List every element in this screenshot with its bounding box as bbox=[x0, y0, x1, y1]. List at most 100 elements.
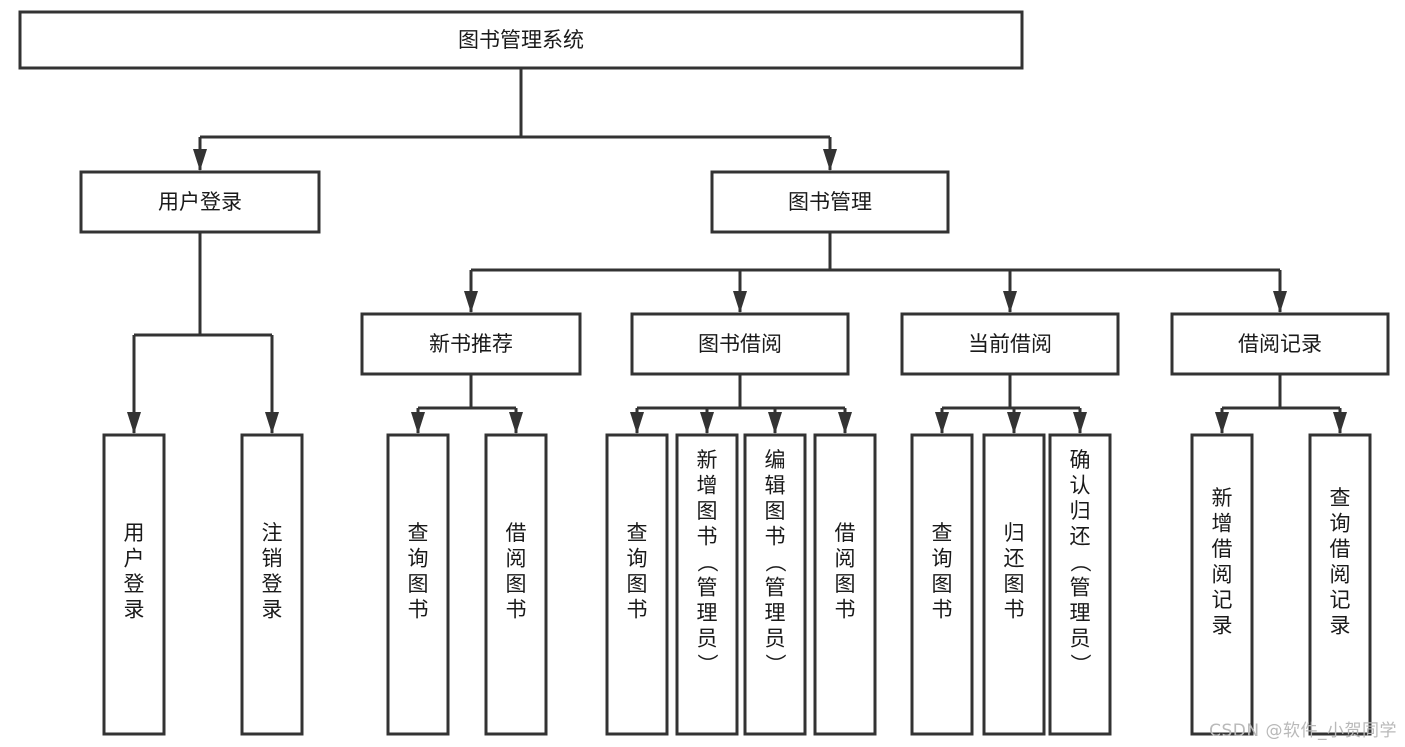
node-label-char: 查 bbox=[627, 521, 648, 545]
node-label-char: 阅 bbox=[1330, 563, 1351, 587]
node-label-char: 增 bbox=[1212, 512, 1233, 536]
node-label-new-book-rec: 新书推荐 bbox=[429, 332, 513, 356]
node-box-leaf-query-book-rec[interactable] bbox=[386, 433, 450, 736]
node-label-char: 书 bbox=[835, 598, 856, 622]
node-label-char: 管 bbox=[1070, 576, 1091, 600]
node-box-leaf-query-book-current[interactable] bbox=[910, 433, 974, 736]
arrow-head bbox=[630, 412, 644, 434]
arrow-head bbox=[768, 412, 782, 434]
arrow-head bbox=[838, 412, 852, 434]
node-label-char: 管 bbox=[765, 576, 786, 600]
arrow-head bbox=[411, 412, 425, 434]
node-label-char: 理 bbox=[1070, 601, 1091, 625]
node-label-char: 图 bbox=[697, 499, 718, 523]
node-label-char: 书 bbox=[627, 598, 648, 622]
connector-layer bbox=[127, 68, 1347, 434]
node-box-book-borrow[interactable] bbox=[630, 312, 850, 376]
node-label-char: 归 bbox=[1070, 499, 1091, 523]
node-label-char: 户 bbox=[124, 547, 145, 571]
node-label-char: 图 bbox=[765, 499, 786, 523]
node-label-char: 编 bbox=[765, 448, 786, 472]
node-root[interactable]: 图书管理系统 bbox=[18, 10, 1024, 70]
node-label-char: 书 bbox=[1004, 598, 1025, 622]
arrow-head bbox=[1003, 291, 1017, 313]
node-label-char: 增 bbox=[697, 474, 718, 498]
arrow-head bbox=[193, 149, 207, 171]
csdn-watermark: CSDN @软件_小贺同学 bbox=[1209, 721, 1397, 741]
node-new-book-rec[interactable]: 新书推荐 bbox=[360, 312, 582, 376]
node-label-char: 销 bbox=[262, 547, 283, 571]
node-label-char: 借 bbox=[1212, 537, 1233, 561]
node-box-book-manage[interactable] bbox=[710, 170, 950, 234]
node-label-char: 阅 bbox=[506, 547, 527, 571]
node-leaf-user-login[interactable]: 用户登录 bbox=[102, 433, 166, 736]
node-label-char: 借 bbox=[835, 521, 856, 545]
node-label-book-borrow: 图书借阅 bbox=[698, 332, 782, 356]
arrow-head bbox=[127, 412, 141, 434]
node-label-char: 查 bbox=[932, 521, 953, 545]
node-box-root[interactable] bbox=[18, 10, 1024, 70]
arrow-head bbox=[265, 412, 279, 434]
node-current-borrow[interactable]: 当前借阅 bbox=[900, 312, 1120, 376]
node-label-char: 询 bbox=[932, 547, 953, 571]
node-label-char: 阅 bbox=[835, 547, 856, 571]
node-box-leaf-edit-book-admin[interactable] bbox=[743, 433, 807, 736]
node-box-leaf-user-login[interactable] bbox=[102, 433, 166, 736]
node-box-borrow-record[interactable] bbox=[1170, 312, 1390, 376]
node-label-char: 阅 bbox=[1212, 563, 1233, 587]
node-label-char: 理 bbox=[697, 601, 718, 625]
node-label-char: 还 bbox=[1004, 547, 1025, 571]
node-label-char: 理 bbox=[765, 601, 786, 625]
node-label-user-login: 用户登录 bbox=[158, 190, 242, 214]
node-label-char: 图 bbox=[408, 572, 429, 596]
node-label-char: 查 bbox=[1330, 486, 1351, 510]
node-label-char: 书 bbox=[697, 525, 718, 549]
node-box-current-borrow[interactable] bbox=[900, 312, 1120, 376]
node-label-char: 书 bbox=[408, 598, 429, 622]
node-label-char: 辑 bbox=[765, 474, 786, 498]
node-box-leaf-logout-login[interactable] bbox=[240, 433, 304, 736]
node-user-login[interactable]: 用户登录 bbox=[79, 170, 321, 234]
arrow-head bbox=[1273, 291, 1287, 313]
node-label-char: 书 bbox=[765, 525, 786, 549]
node-box-leaf-query-book-borrow[interactable] bbox=[605, 433, 669, 736]
node-label-char: 图 bbox=[835, 572, 856, 596]
node-box-user-login[interactable] bbox=[79, 170, 321, 234]
node-label-char: 注 bbox=[262, 521, 283, 545]
node-borrow-record[interactable]: 借阅记录 bbox=[1170, 312, 1390, 376]
arrow-head bbox=[464, 291, 478, 313]
node-label-char: 书 bbox=[932, 598, 953, 622]
node-box-leaf-confirm-return-admin[interactable] bbox=[1048, 433, 1112, 736]
node-box-leaf-borrow-book-rec[interactable] bbox=[484, 433, 548, 736]
node-box-leaf-borrow-book[interactable] bbox=[813, 433, 877, 736]
node-box-leaf-query-borrow-record[interactable] bbox=[1308, 433, 1372, 736]
node-box-leaf-add-borrow-record[interactable] bbox=[1190, 433, 1254, 736]
node-label-char: 录 bbox=[262, 598, 283, 622]
node-label-char: （ bbox=[1068, 552, 1092, 573]
node-book-borrow[interactable]: 图书借阅 bbox=[630, 312, 850, 376]
arrow-head bbox=[700, 412, 714, 434]
node-label-char: 员 bbox=[1070, 627, 1091, 651]
node-box-leaf-return-book[interactable] bbox=[982, 433, 1046, 736]
node-book-manage[interactable]: 图书管理 bbox=[710, 170, 950, 234]
node-box-new-book-rec[interactable] bbox=[360, 312, 582, 376]
node-label-char: 录 bbox=[1212, 614, 1233, 638]
node-box-leaf-add-book-admin[interactable] bbox=[675, 433, 739, 736]
node-label-borrow-record: 借阅记录 bbox=[1238, 332, 1322, 356]
node-label-char: 归 bbox=[1004, 521, 1025, 545]
arrow-head bbox=[1333, 412, 1347, 434]
